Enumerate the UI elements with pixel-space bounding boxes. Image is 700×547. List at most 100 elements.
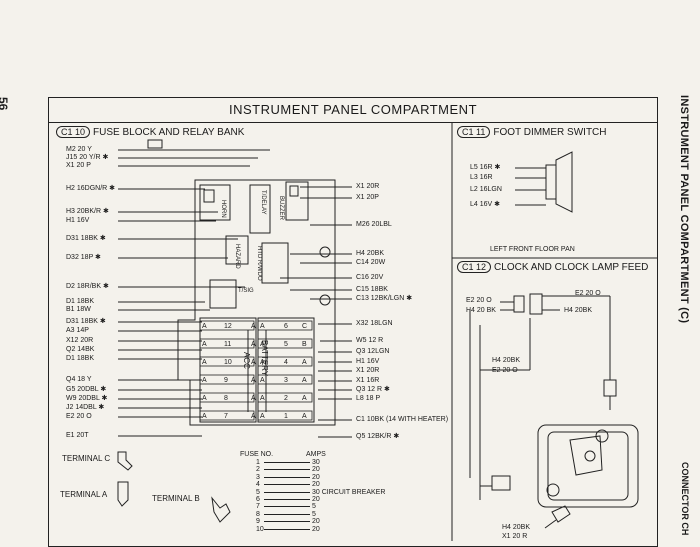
fuse-slot-left-n: 12: [224, 323, 232, 330]
fuse-slot-right-a: A: [260, 377, 265, 384]
section-tag: C1 11: [457, 126, 491, 138]
left-wire-label: D2 18R/BK ✱: [66, 283, 109, 290]
dimmer-wire-label: L2 16LGN: [470, 186, 502, 193]
left-wire-label: H1 16V: [66, 217, 90, 224]
right-wire-label: C16 20V: [356, 274, 384, 281]
left-wire-label: D31 18BK ✱: [66, 235, 106, 242]
left-wire-label: Q4 18 Y: [66, 376, 92, 383]
fuse-slot-right-b: B: [302, 341, 307, 348]
fuse-leader: [264, 462, 310, 463]
fuse-slot-right-b: A: [302, 377, 307, 384]
left-wire-label: B1 18W: [66, 306, 91, 313]
terminal-b-label: TERMINAL B: [152, 494, 200, 503]
clock-wire-h4-mid: H4 20BK: [492, 357, 521, 364]
fuse-slot: [257, 374, 313, 385]
fuse-slot: [257, 410, 313, 421]
section-title-text: FOOT DIMMER SWITCH: [493, 127, 607, 138]
fuse-number: 4: [256, 481, 260, 489]
fuse-leader: [264, 521, 310, 523]
fuse-number: 6: [256, 495, 260, 503]
right-wire-label: L8 18 P: [356, 395, 381, 402]
clock-wire-h4-bottom: H4 20BK: [502, 524, 531, 531]
fuse-slot-left-a: A: [202, 377, 207, 384]
dimmer-caption: LEFT FRONT FLOOR PAN: [490, 246, 575, 253]
fuse-leader: [264, 484, 310, 486]
fuse-amps: 30 CIRCUIT BREAKER: [312, 488, 386, 496]
relay-label-hazard: HAZARD: [234, 244, 240, 269]
fuse-table-row: 9 20: [240, 518, 320, 526]
fuse-amps: 30: [312, 459, 320, 466]
fuse-amps: 20: [312, 518, 320, 526]
fuse-number: 7: [256, 503, 260, 511]
left-wire-label: X1 20 P: [66, 162, 91, 169]
terminal-c-label: TERMINAL C: [62, 454, 111, 463]
fuse-amps: 20: [312, 473, 320, 481]
fuse-amps: 5: [312, 510, 316, 518]
fuse-slot-left-a: A: [202, 341, 207, 348]
terminal-a-label: TERMINAL A: [60, 490, 108, 499]
fuse-slot-right-a: A: [260, 395, 265, 402]
fuse-slot-left-b: A: [251, 377, 256, 384]
right-wire-label: X1 20R: [356, 367, 380, 374]
fuse-number: 5: [256, 488, 260, 496]
main-title: INSTRUMENT PANEL COMPARTMENT: [48, 97, 658, 123]
section-tag: C1 12: [457, 261, 492, 273]
fuse-slot-left-n: 8: [224, 395, 228, 402]
fuse-slot-right-n: 3: [284, 377, 288, 384]
right-wire-label: Q3 12 R ✱: [356, 386, 390, 393]
fuse-slot: [199, 392, 255, 403]
fuse-table-row: 5 30 CIRCUIT BREAKER: [240, 488, 385, 496]
fuse-table-row: 4 20: [240, 481, 320, 489]
right-wire-label: C15 18BK: [356, 286, 388, 293]
fuse-slot-right-a: A: [260, 413, 265, 420]
right-wire-label: H1 16V: [356, 358, 380, 365]
right-wire-label: X1 20P: [356, 194, 379, 201]
right-wire-label: C14 20W: [356, 259, 386, 266]
right-wire-label: C1 10BK (14 WITH HEATER): [356, 416, 449, 423]
left-wire-label: W9 20DBL ✱: [66, 395, 108, 402]
relay-label-tsig: T/SIG: [238, 288, 254, 294]
fuse-slot-left-n: 7: [224, 413, 228, 420]
left-wire-label: D32 18P ✱: [66, 254, 101, 261]
fuse-slot-right-a: A: [260, 323, 265, 330]
right-wire-label: W5 12 R: [356, 337, 384, 344]
right-wire-label: X32 18LGN: [356, 320, 393, 327]
fuse-slot-left-b: A: [251, 341, 256, 348]
fuse-leader: [264, 528, 310, 530]
fuse-amps: 20: [312, 466, 320, 474]
fuse-slot-left-b: A: [251, 413, 256, 420]
right-wire-label: Q3 12LGN: [356, 348, 390, 355]
fuse-slot-left-n: 10: [224, 359, 232, 366]
fuse-table-header-amps: AMPS: [306, 451, 326, 458]
fuse-amps: 20: [312, 481, 320, 489]
left-wire-label: J15 20 Y/R ✱: [66, 154, 109, 161]
right-wire-label: M26 20LBL: [356, 221, 392, 228]
left-wire-label: J2 14DBL ✱: [66, 404, 105, 411]
dimmer-wire-label: L5 16R ✱: [470, 164, 501, 171]
clock-wire-e2-mid: E2 20 O: [492, 367, 518, 374]
left-wire-label: Q2 14BK: [66, 346, 95, 353]
left-wire-label: H2 16DGN/R ✱: [66, 185, 116, 192]
fuse-slot-left-a: A: [202, 413, 207, 420]
left-wire-label: H3 20BK/R ✱: [66, 208, 109, 215]
fuse-number: 9: [256, 518, 260, 526]
left-wire-label: E2 20 O: [66, 413, 92, 420]
fuse-slot-right-n: 1: [284, 413, 288, 420]
fuse-number: 1: [256, 459, 260, 466]
fuse-slot: [257, 338, 313, 349]
clock-wire-h4-left: H4 20 BK: [466, 307, 496, 314]
section-tag: C1 10: [56, 126, 91, 138]
block-label-battery: BATTERY: [260, 340, 269, 377]
clock-wire-e2-right: E2 20 O: [575, 290, 601, 297]
fuse-number: 8: [256, 510, 260, 518]
left-wire-label: D1 18BK: [66, 298, 95, 305]
fuse-number: 10: [256, 525, 264, 533]
fuse-leader: [264, 491, 310, 493]
fuse-amps: 20: [312, 525, 320, 533]
